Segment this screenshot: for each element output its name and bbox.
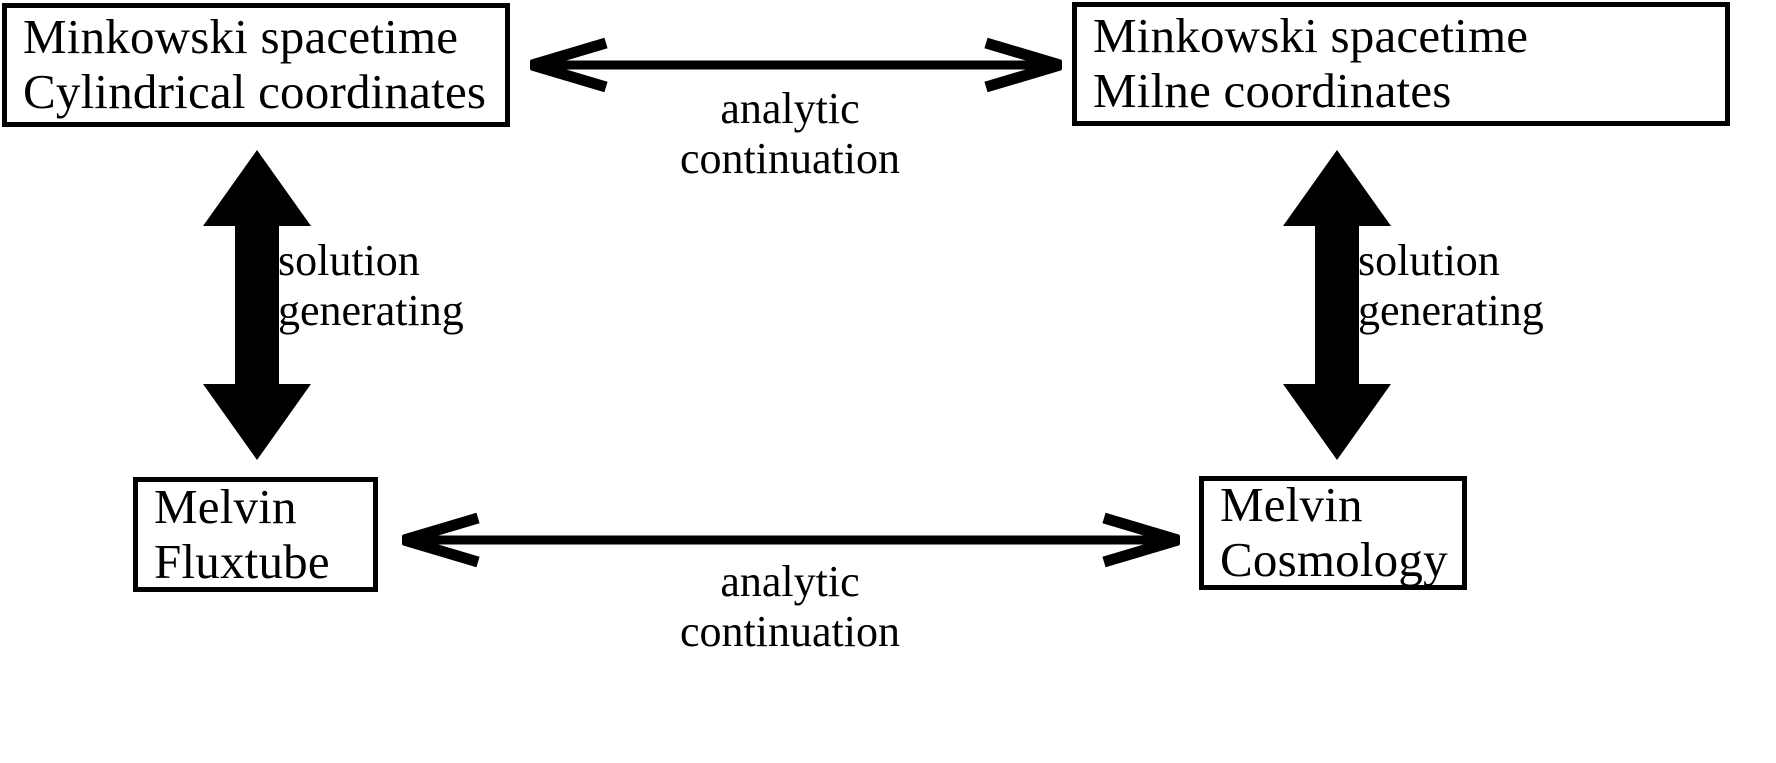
node-minkowski-milne-line2: Milne coordinates <box>1093 63 1452 118</box>
edge-label-solution-left-line1: solution <box>278 236 420 285</box>
edge-label-solution-generating-left: solution generating <box>278 236 538 336</box>
node-minkowski-milne[interactable]: Minkowski spacetime Milne coordinates <box>1072 2 1730 126</box>
node-melvin-cosmology[interactable]: Melvin Cosmology <box>1199 476 1467 590</box>
edge-label-analytic-bottom-line2: continuation <box>680 607 900 657</box>
edge-label-analytic-top-line1: analytic <box>720 84 860 133</box>
edge-label-solution-right-line1: solution <box>1358 236 1500 285</box>
node-minkowski-cylindrical-line2: Cylindrical coordinates <box>23 64 487 119</box>
edge-label-analytic-bottom-line1: analytic <box>720 557 860 606</box>
edge-label-analytic-continuation-top: analytic continuation <box>600 84 980 184</box>
node-melvin-fluxtube-line1: Melvin <box>154 478 297 534</box>
node-minkowski-cylindrical-line1: Minkowski spacetime <box>23 9 459 65</box>
arrow-analytic-continuation-top <box>530 37 1062 93</box>
edge-label-solution-generating-right: solution generating <box>1358 236 1638 336</box>
node-minkowski-cylindrical[interactable]: Minkowski spacetime Cylindrical coordina… <box>2 3 510 127</box>
node-melvin-fluxtube[interactable]: Melvin Fluxtube <box>133 477 378 592</box>
node-minkowski-milne-line1: Minkowski spacetime <box>1093 8 1529 64</box>
arrow-solution-generating-right <box>1283 150 1391 460</box>
node-melvin-cosmology-line1: Melvin <box>1220 477 1363 533</box>
node-melvin-cosmology-line2: Cosmology <box>1220 532 1448 587</box>
arrow-analytic-continuation-bottom <box>402 512 1180 568</box>
node-melvin-fluxtube-line2: Fluxtube <box>154 533 330 589</box>
edge-label-analytic-top-line2: continuation <box>680 134 900 184</box>
edge-label-solution-left-line2: generating <box>278 286 464 336</box>
arrow-solution-generating-left <box>203 150 311 460</box>
edge-label-solution-right-line2: generating <box>1358 286 1544 336</box>
edge-label-analytic-continuation-bottom: analytic continuation <box>600 557 980 657</box>
